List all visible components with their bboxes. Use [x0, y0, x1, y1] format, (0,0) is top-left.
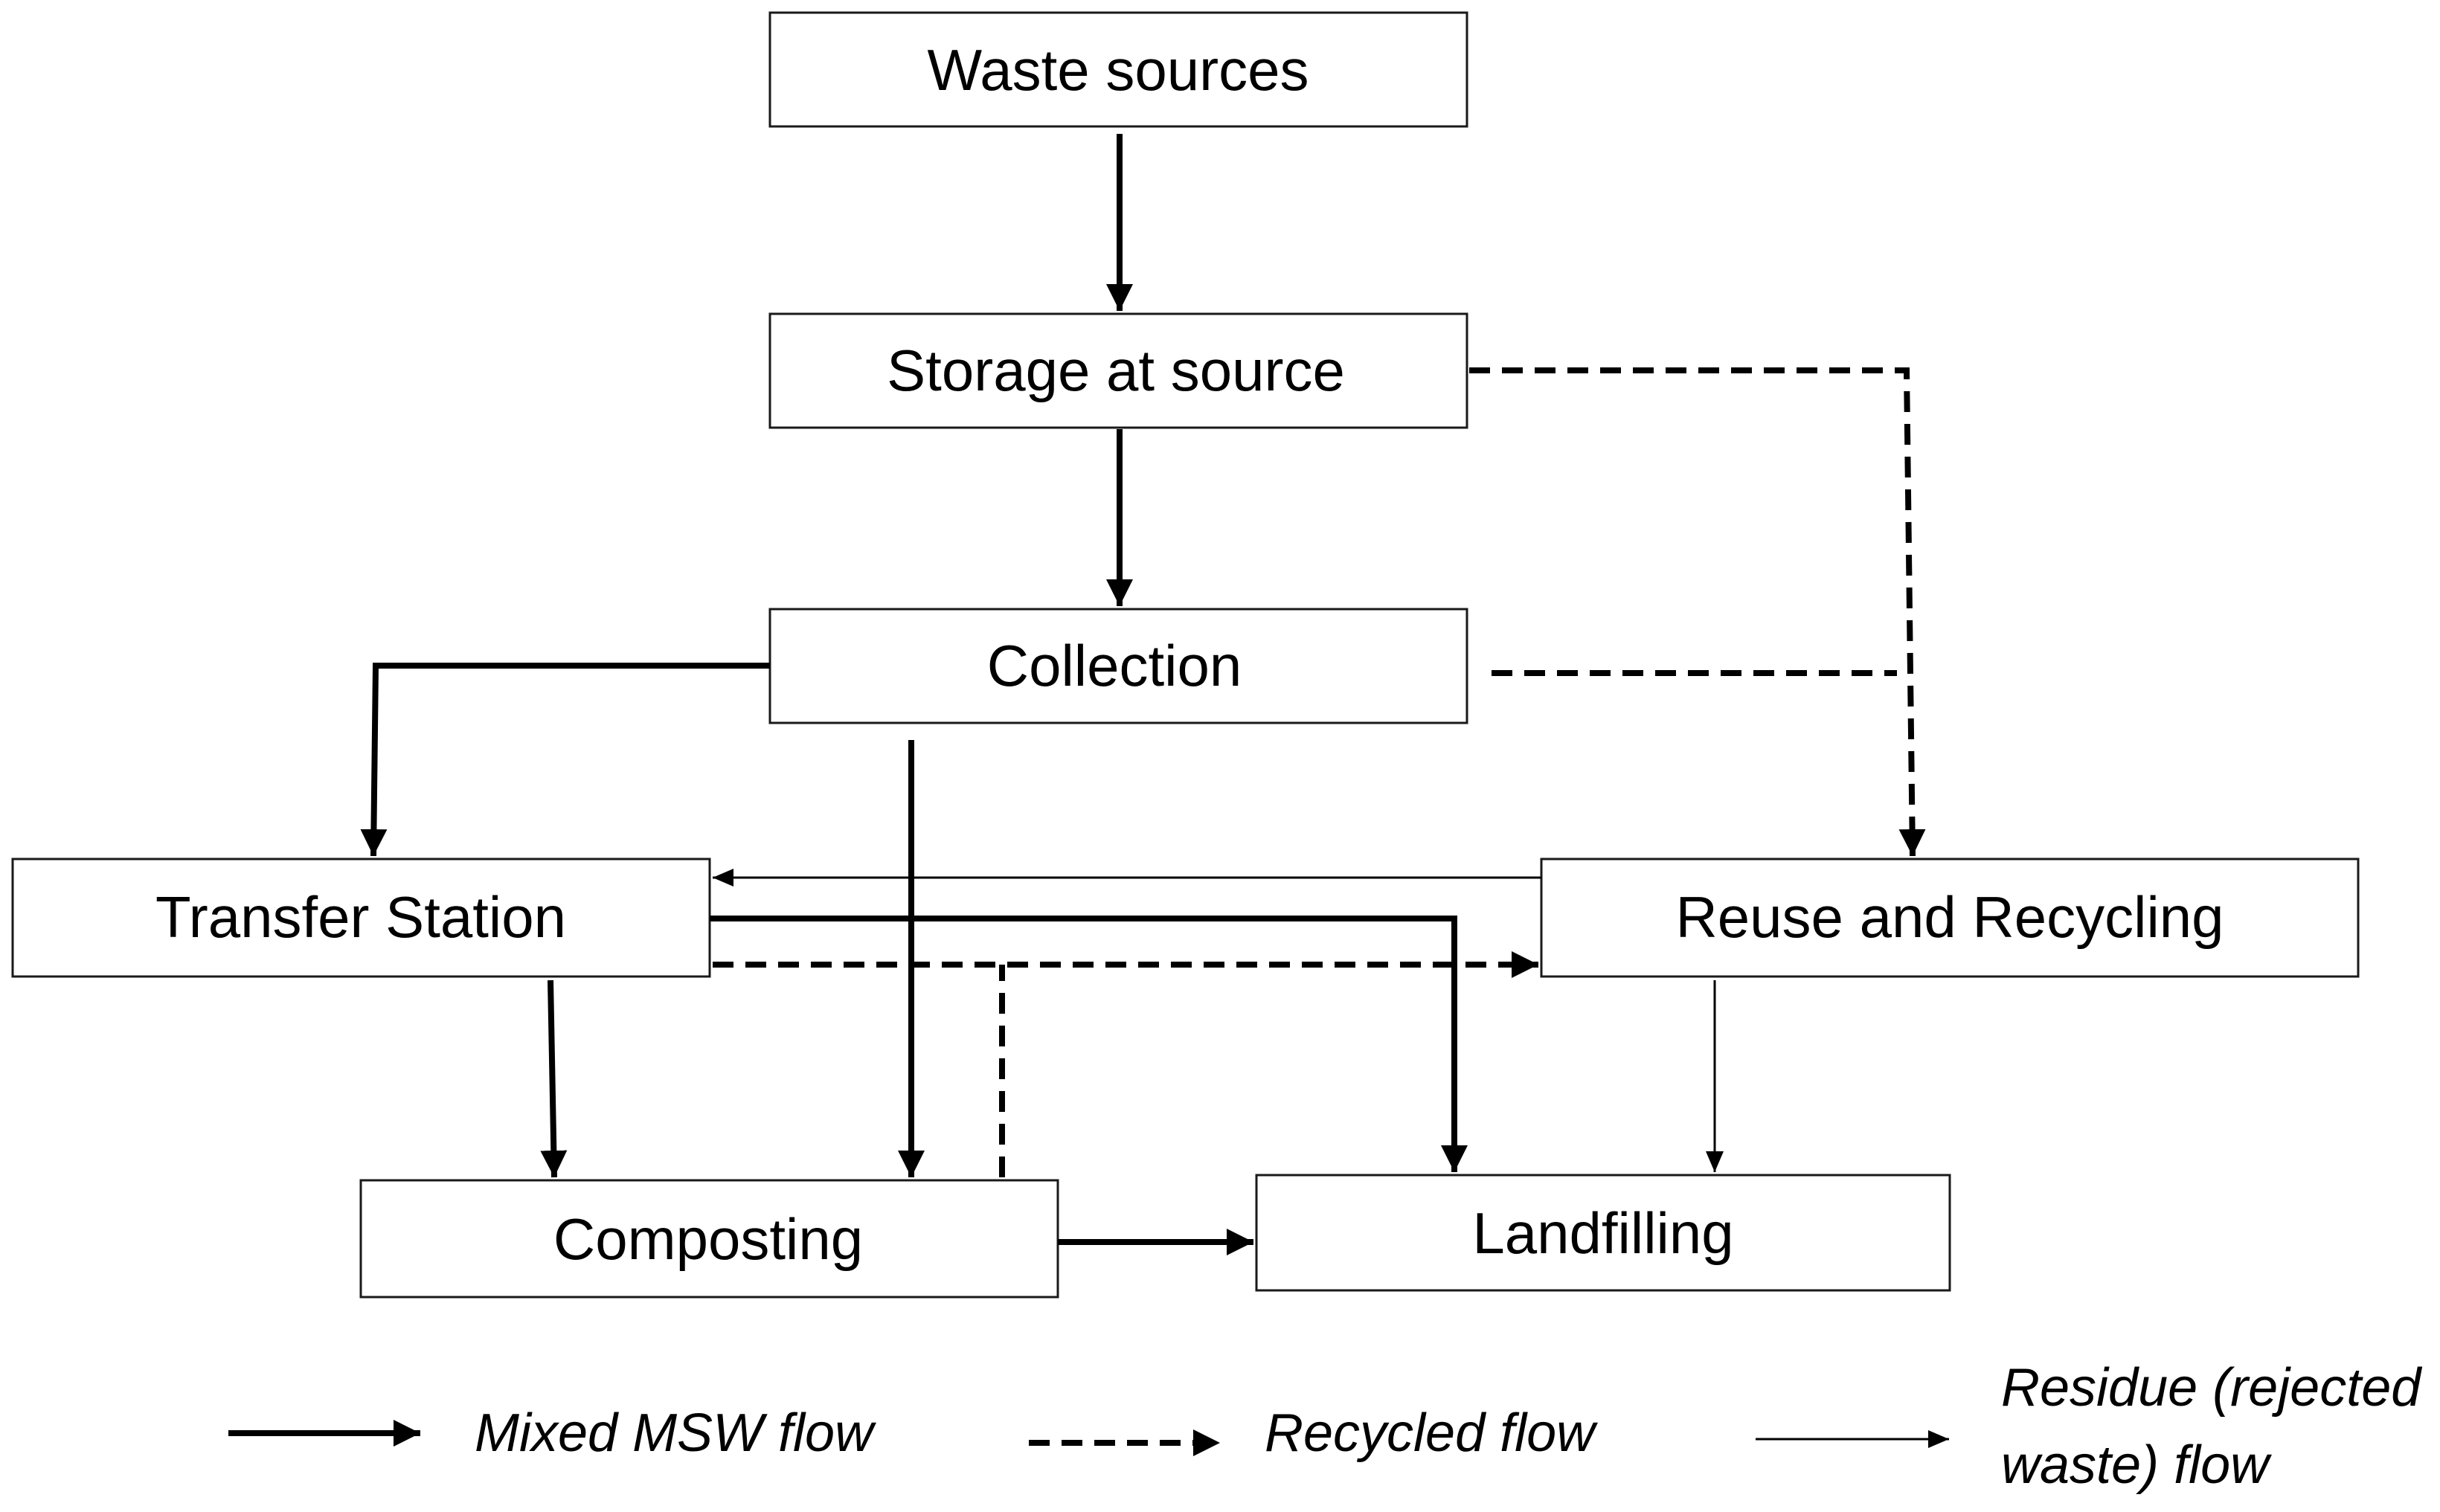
legend-residue-label-line1: Residue (rejected [2001, 1358, 2422, 1418]
legend-recycled-label: Recycled flow [1265, 1403, 1598, 1463]
node-collection: Collection [768, 608, 1468, 724]
node-composting: Composting [359, 1179, 1059, 1299]
node-label: Storage at source [887, 338, 1345, 403]
node-label: Waste sources [928, 37, 1309, 103]
flow-storage-to-recycling [1469, 367, 1926, 857]
node-label: Transfer Station [155, 884, 566, 950]
legend-mixed-label: Mixed MSW flow [475, 1403, 876, 1463]
node-landfilling: Landfilling [1255, 1174, 1951, 1292]
node-waste-sources: Waste sources [768, 11, 1468, 128]
legend: Mixed MSW flow Recycled flow Residue (re… [228, 1358, 2422, 1495]
node-transfer-station: Transfer Station [11, 858, 711, 978]
node-label: Collection [987, 633, 1242, 698]
flow-transfer-to-landfilling [710, 916, 1468, 1172]
node-reuse-and-recycling: Reuse and Recycling [1540, 858, 2360, 978]
node-label: Landfilling [1472, 1200, 1733, 1266]
node-storage-at-source: Storage at source [768, 312, 1468, 429]
legend-residue-label-line2: waste) flow [2001, 1435, 2272, 1495]
node-label: Reuse and Recycling [1675, 884, 2224, 950]
node-label: Composting [553, 1206, 863, 1272]
flow-collection-to-transfer [360, 663, 770, 857]
flow-transfer-to-composting [540, 979, 568, 1178]
